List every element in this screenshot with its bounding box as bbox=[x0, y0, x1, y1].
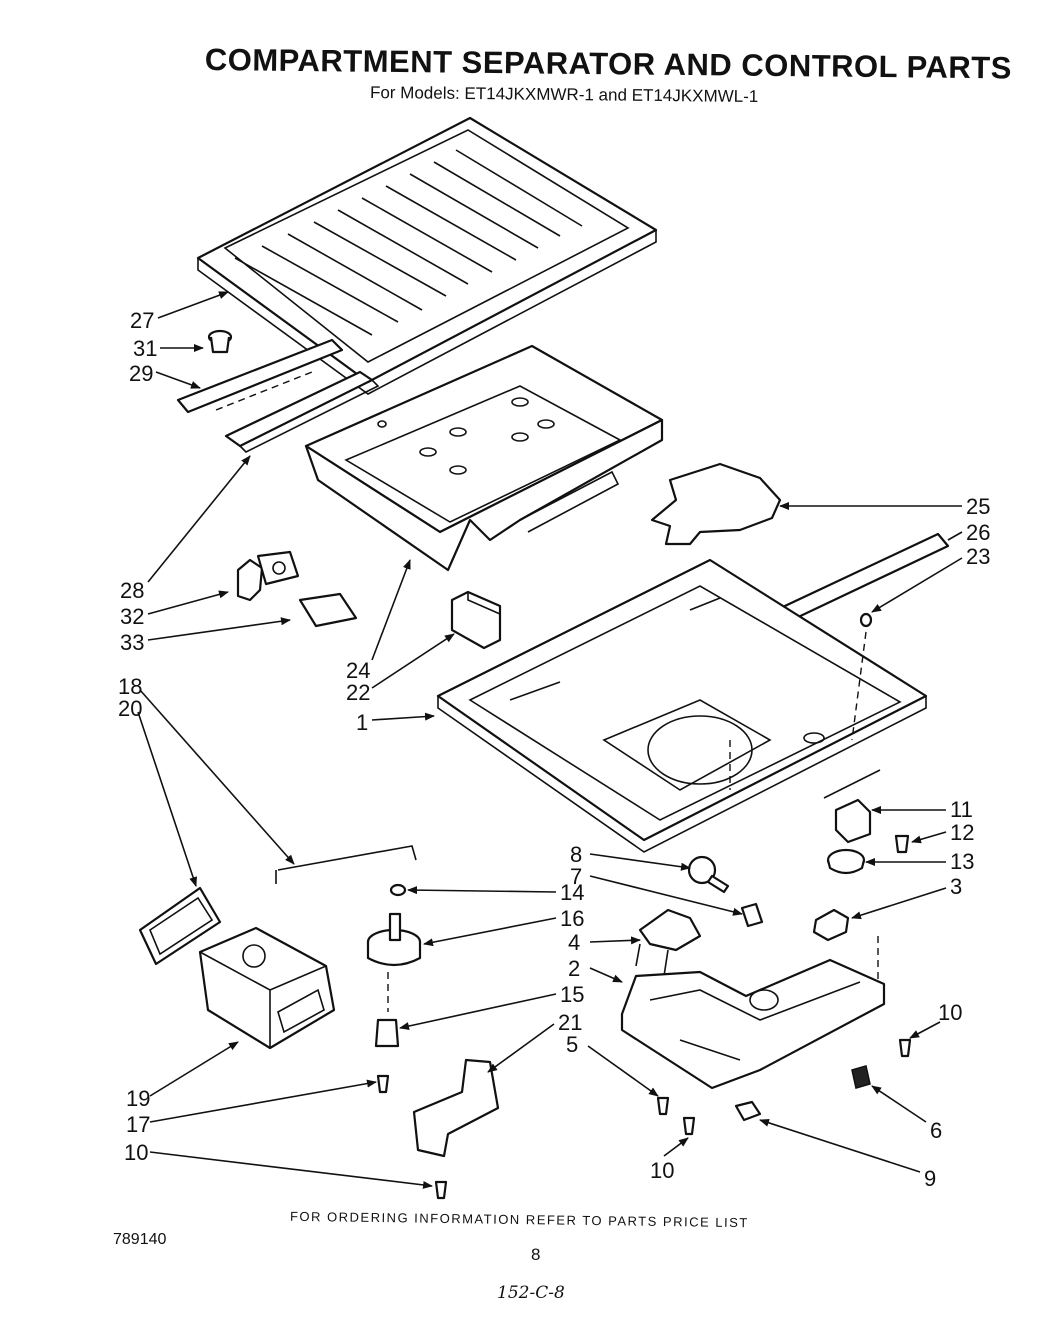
page-number: 8 bbox=[531, 1245, 541, 1264]
part-16-knob bbox=[366, 912, 422, 967]
part-32-grommet bbox=[236, 550, 300, 602]
callout-5: 5 bbox=[566, 1032, 578, 1057]
part-9-nut bbox=[734, 1100, 762, 1122]
part-19-control-housing bbox=[198, 926, 336, 1050]
part-3-clip bbox=[812, 908, 850, 942]
part-17-screw bbox=[376, 1074, 390, 1094]
callout-10-right: 10 bbox=[938, 1000, 962, 1025]
part-31-plug bbox=[207, 329, 233, 354]
callout-21: 21 bbox=[558, 1010, 582, 1035]
part-20-frame bbox=[138, 886, 222, 966]
part-10-screw-right bbox=[898, 1038, 912, 1058]
part-8-bulb bbox=[687, 855, 730, 894]
part-21-bracket bbox=[412, 1058, 500, 1158]
part-14-washer bbox=[389, 883, 407, 897]
part-27-cover-plate bbox=[196, 116, 658, 395]
callout-33: 33 bbox=[120, 630, 144, 655]
part-13-knob bbox=[826, 848, 866, 875]
part-2-housing-tray bbox=[620, 936, 886, 1090]
callout-17: 17 bbox=[126, 1112, 150, 1137]
callout-18: 18 bbox=[118, 674, 142, 699]
callout-13: 13 bbox=[950, 849, 974, 874]
part-22-block bbox=[450, 590, 502, 650]
part-25-gasket bbox=[650, 462, 782, 546]
callout-10-left: 10 bbox=[124, 1140, 148, 1165]
callout-22: 22 bbox=[346, 680, 370, 705]
part-23-clip bbox=[851, 612, 873, 741]
document-number: 789140 bbox=[113, 1231, 167, 1248]
part-7-socket bbox=[740, 902, 764, 928]
part-29-strip bbox=[176, 338, 344, 414]
callout-7: 7 bbox=[570, 864, 582, 889]
part-10-screw-middle bbox=[682, 1116, 696, 1136]
part-24-separator-block bbox=[304, 344, 664, 572]
callout-28: 28 bbox=[120, 578, 144, 603]
part-5-screw bbox=[656, 1096, 670, 1116]
callout-27: 27 bbox=[130, 308, 154, 333]
callout-9: 9 bbox=[924, 1166, 936, 1191]
part-18-rod bbox=[275, 845, 417, 884]
part-6-switch bbox=[851, 1065, 871, 1089]
callout-10-middle: 10 bbox=[650, 1158, 674, 1183]
callout-20: 20 bbox=[118, 696, 142, 721]
callout-11: 11 bbox=[950, 797, 973, 822]
callout-6: 6 bbox=[930, 1118, 942, 1143]
part-28-channel bbox=[215, 370, 380, 453]
callout-19: 19 bbox=[126, 1086, 150, 1111]
callout-29: 29 bbox=[129, 361, 153, 386]
part-10-screw-left bbox=[434, 1180, 448, 1200]
part-11-thermostat bbox=[823, 769, 881, 844]
callout-3: 3 bbox=[950, 874, 962, 899]
part-1-separator-tray bbox=[436, 558, 928, 853]
callout-24: 24 bbox=[346, 658, 370, 683]
callout-15: 15 bbox=[560, 982, 584, 1007]
callout-14: 14 bbox=[560, 880, 584, 905]
part-4-light-assembly bbox=[635, 908, 702, 977]
callout-25: 25 bbox=[966, 494, 990, 519]
callout-1: 1 bbox=[356, 710, 368, 735]
part-33-bracket bbox=[298, 592, 358, 628]
part-15-shaft bbox=[374, 972, 400, 1048]
callout-32: 32 bbox=[120, 604, 144, 629]
handwritten-note: 152-C-8 bbox=[497, 1283, 565, 1303]
callout-2: 2 bbox=[568, 956, 580, 981]
callout-12: 12 bbox=[950, 820, 974, 845]
callout-31: 31 bbox=[133, 336, 157, 361]
callout-16: 16 bbox=[560, 906, 584, 931]
callout-4: 4 bbox=[568, 930, 580, 955]
part-12-screw bbox=[894, 834, 910, 854]
callout-23: 23 bbox=[966, 544, 990, 569]
callout-26: 26 bbox=[966, 520, 990, 545]
callout-8: 8 bbox=[570, 842, 582, 867]
